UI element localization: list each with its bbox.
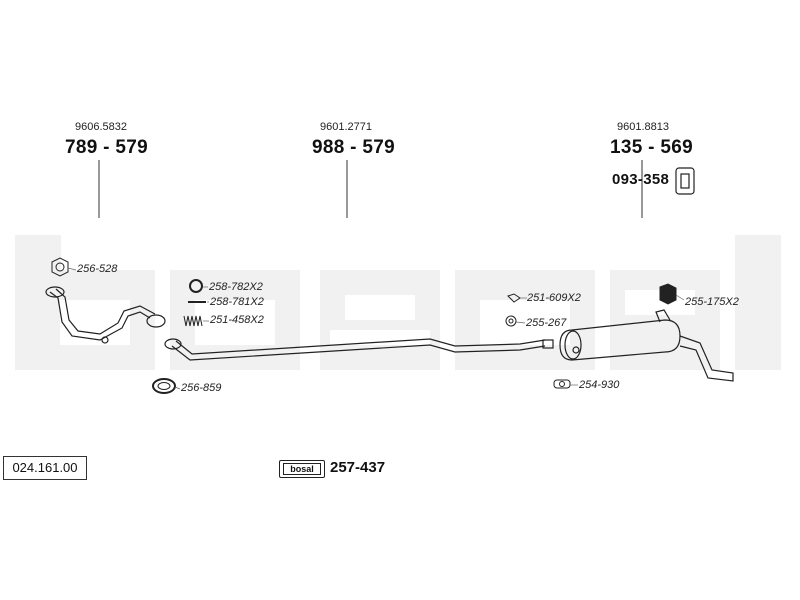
accessory-icons xyxy=(51,257,677,394)
bosal-logo-text: bosal xyxy=(283,463,321,475)
mount-bracket-icon xyxy=(675,167,695,195)
kit-number: 257-437 xyxy=(330,459,386,476)
oe-number-front-pipe: 9606.5832 xyxy=(75,121,127,133)
part-number-mount: 093-358 xyxy=(612,171,670,188)
diagram-id-box: 024.161.00 xyxy=(3,456,87,480)
oe-number-middle-pipe: 9601.2771 xyxy=(320,121,372,133)
rear-silencer xyxy=(559,309,734,382)
label-251-609X2: 251-609X2 xyxy=(527,292,581,304)
front-pipe xyxy=(45,286,166,344)
nut-icon xyxy=(189,279,203,293)
gasket-icon xyxy=(51,257,69,277)
label-254-930: 254-930 xyxy=(579,379,620,391)
spring-icon xyxy=(183,315,203,327)
gasket-small-icon xyxy=(505,315,517,327)
label-256-859: 256-859 xyxy=(181,382,222,394)
leader-lines xyxy=(98,160,643,218)
label-256-528: 256-528 xyxy=(77,263,118,275)
label-255-175X2: 255-175X2 xyxy=(685,296,739,308)
rubber-mount-icon xyxy=(659,283,677,305)
clamp-ring-icon xyxy=(553,379,571,389)
part-number-front-pipe: 789 - 579 xyxy=(65,137,148,158)
label-258-782X2: 258-782X2 xyxy=(209,281,263,293)
label-251-458X2: 251-458X2 xyxy=(210,314,264,326)
part-number-rear-silencer: 135 - 569 xyxy=(610,137,693,158)
middle-pipe xyxy=(164,338,554,361)
label-258-781X2: 258-781X2 xyxy=(210,296,264,308)
label-255-267: 255-267 xyxy=(526,317,567,329)
part-number-middle-pipe: 988 - 579 xyxy=(312,137,395,158)
bosal-logo: bosal xyxy=(279,460,325,478)
oe-number-rear-silencer: 9601.8813 xyxy=(617,121,669,133)
ring-icon xyxy=(152,378,176,394)
